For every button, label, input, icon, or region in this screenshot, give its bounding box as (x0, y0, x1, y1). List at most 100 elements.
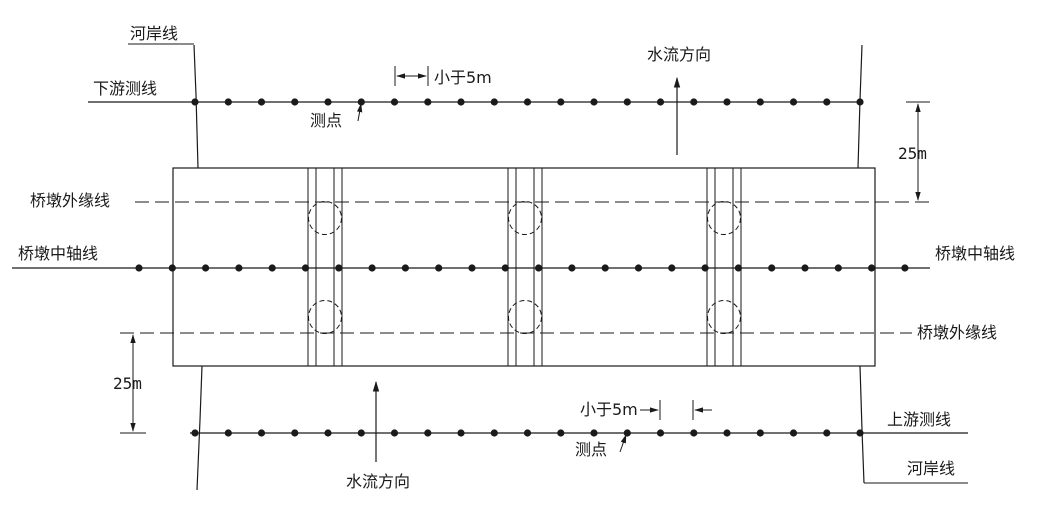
survey-point (168, 264, 176, 272)
downstream-line-label: 下游测线 (93, 79, 158, 98)
survey-point (690, 98, 698, 106)
survey-point (823, 98, 831, 106)
survey-point (668, 264, 676, 272)
survey-point (390, 98, 399, 106)
measure-point-label-bottom: 测点 (575, 440, 608, 459)
survey-point (623, 98, 631, 106)
dim-25m-label-right: 25m (898, 144, 927, 163)
pier-footing-circle (308, 300, 342, 334)
pier-footing-circle (508, 300, 542, 334)
pier-outer-line-label-left: 桥墩外缘线 (30, 191, 111, 210)
survey-point (723, 98, 731, 106)
survey-point (424, 429, 432, 437)
survey-point (424, 98, 432, 106)
dim-25m-left-lines (120, 334, 146, 434)
survey-point (856, 98, 864, 106)
survey-point (623, 429, 631, 437)
upstream-points (191, 429, 864, 437)
survey-point (324, 98, 332, 106)
survey-point (224, 98, 232, 106)
measure-point-label-top: 测点 (310, 111, 343, 130)
pier-outer-line-label-right: 桥墩外缘线 (917, 323, 998, 342)
survey-point (390, 429, 399, 437)
survey-point (823, 429, 831, 437)
survey-point (468, 264, 476, 272)
downstream-points (191, 98, 864, 106)
survey-point (135, 264, 143, 272)
survey-point (590, 429, 598, 437)
survey-point (457, 98, 465, 106)
survey-point (268, 264, 276, 272)
flow-direction-label-top: 水流方向 (647, 45, 712, 64)
survey-point (756, 98, 764, 106)
survey-point (656, 429, 665, 437)
survey-point (856, 429, 864, 437)
survey-point (901, 264, 909, 272)
survey-point (401, 264, 409, 272)
survey-point (490, 429, 498, 437)
survey-point (801, 264, 809, 272)
survey-point (723, 429, 731, 437)
left-bank-line (193, 44, 199, 169)
upstream-line-label: 上游测线 (887, 410, 952, 429)
spacing-label-bottom: 小于5m (580, 400, 638, 419)
survey-point (690, 429, 698, 437)
survey-point (501, 264, 509, 272)
survey-point (191, 98, 199, 106)
bank-line-label-top: 河岸线 (130, 24, 179, 43)
pier-axis-label-right: 桥墩中轴线 (935, 244, 1016, 263)
measure-point-leader-top (356, 103, 363, 122)
survey-point (191, 429, 199, 437)
left-bank-line-lower (196, 365, 203, 491)
survey-point (357, 429, 365, 437)
survey-point (257, 429, 266, 437)
survey-point (656, 98, 665, 106)
flow-direction-label-bottom: 水流方向 (346, 472, 411, 491)
right-bank-line (857, 44, 863, 169)
survey-point (324, 429, 332, 437)
survey-point (590, 98, 598, 106)
survey-point (235, 264, 243, 272)
pier-footing-circle (508, 201, 542, 235)
pier-axis-label-left: 桥墩中轴线 (18, 244, 99, 263)
survey-point (601, 264, 609, 272)
survey-point (535, 264, 543, 272)
survey-point (768, 264, 776, 272)
spacing-label-top: 小于5m (434, 68, 492, 87)
survey-point (557, 429, 565, 437)
dim-25m-right-lines (906, 101, 930, 201)
bank-line-label-bottom: 河岸线 (907, 459, 956, 478)
pier-footing-circle (308, 201, 342, 235)
survey-point (435, 264, 443, 272)
right-bank-line-lower (859, 365, 865, 484)
survey-point (224, 429, 232, 437)
pier-footing-circle (707, 201, 741, 235)
pier-footing-circle (707, 300, 741, 334)
survey-point (291, 429, 299, 437)
spacing-dim-bottom (640, 400, 712, 420)
survey-point (834, 264, 842, 272)
measure-point-leader-bottom (619, 434, 627, 453)
survey-point (257, 98, 266, 106)
survey-point (490, 98, 498, 106)
survey-point (335, 264, 343, 272)
spacing-dim-top (394, 66, 429, 86)
survey-point (634, 264, 643, 272)
survey-point (523, 429, 532, 437)
piers (307, 168, 742, 366)
survey-point (557, 98, 565, 106)
survey-point (756, 429, 764, 437)
survey-point (301, 264, 310, 272)
survey-point (291, 98, 299, 106)
survey-point (701, 264, 709, 272)
survey-point (789, 429, 798, 437)
survey-point (734, 264, 743, 272)
survey-point (789, 98, 798, 106)
survey-point (368, 264, 376, 272)
survey-point (868, 264, 876, 272)
survey-point (523, 98, 532, 106)
survey-point (202, 264, 210, 272)
survey-point (568, 264, 576, 272)
dim-25m-label-left: 25m (113, 374, 142, 393)
